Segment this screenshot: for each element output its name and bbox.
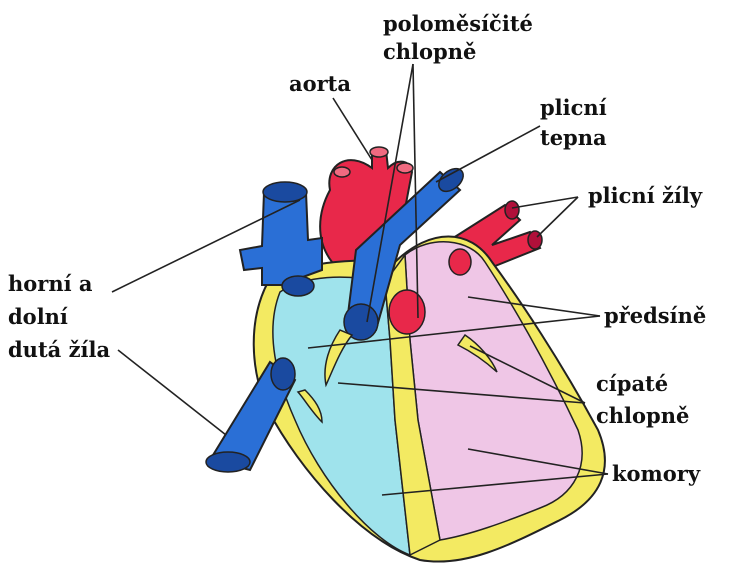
label-cusp-valves-2: chlopně: [596, 402, 689, 429]
label-aorta: aorta: [289, 70, 351, 97]
label-vena-cava-3: dutá žíla: [8, 336, 110, 363]
aortic-valve-opening: [389, 290, 425, 334]
label-ventricles: komory: [612, 460, 700, 487]
pulmonary-vein-opening: [449, 249, 471, 275]
label-vena-cava-1: horní a: [8, 270, 93, 297]
label-vena-cava-2: dolní: [8, 303, 68, 330]
label-pulmonary-artery-2: tepna: [540, 124, 607, 151]
label-pulmonary-artery-1: plicní: [540, 94, 607, 121]
label-semilunar-valves-1: poloměsíčité: [383, 10, 533, 37]
label-cusp-valves-1: cípaté: [596, 370, 668, 397]
label-pulmonary-veins: plicní žíly: [588, 182, 702, 209]
label-semilunar-valves-2: chlopně: [383, 38, 476, 65]
label-atria: předsíně: [604, 302, 706, 329]
